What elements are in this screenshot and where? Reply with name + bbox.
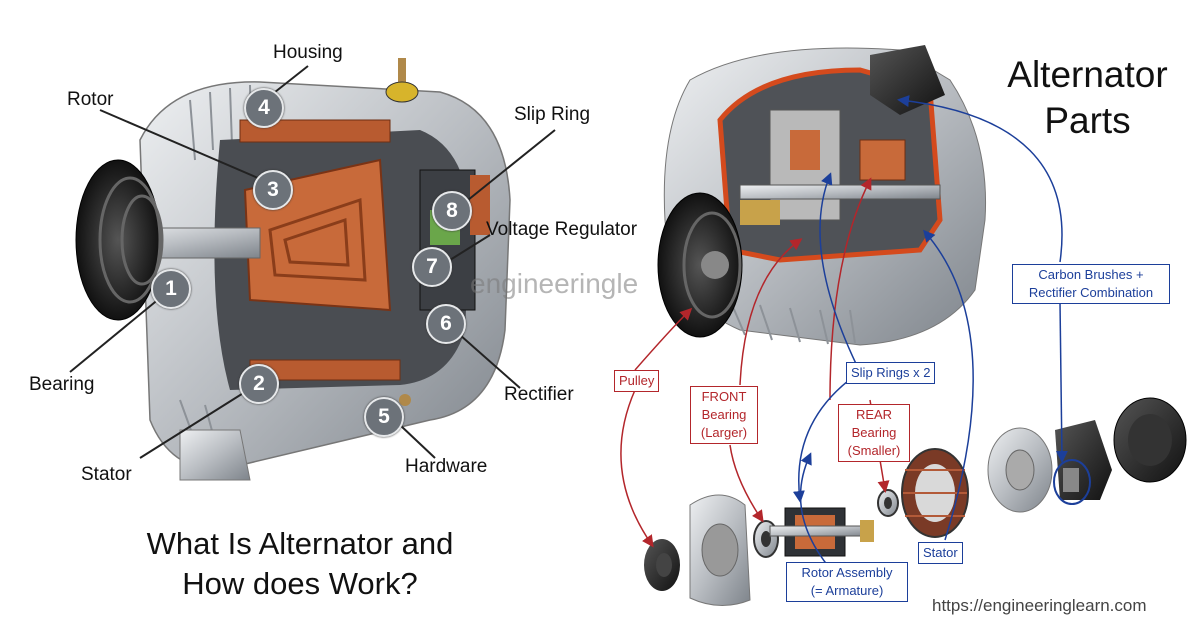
parts-title: Alternator Parts [990,52,1185,144]
front-housing-part [689,494,751,606]
callout-rear-bearing-line-2: Bearing [851,425,897,440]
pulley-part [644,539,680,591]
marker-7: 7 [412,247,452,287]
marker-3: 3 [253,170,293,210]
rotor-assembly-part [769,507,874,557]
label-stator: Stator [81,464,132,485]
callout-rear-bearing-line-1: REAR [855,407,893,422]
callout-carbon-brushes-line-2: Rectifier Combination [1028,285,1154,300]
marker-4: 4 [244,88,284,128]
callout-pulley: Pulley [614,370,660,392]
parts-title-line-1: Alternator [1007,54,1168,95]
right-alternator [657,45,987,346]
brushes-highlight-circle [1053,459,1091,505]
left-alternator [75,58,511,481]
label-bearing: Bearing [29,374,95,395]
marker-8: 8 [432,191,472,231]
callout-front-bearing-line-1: FRONT [701,389,747,404]
rear-bearing-part [877,489,899,517]
label-hardware: Hardware [405,456,488,477]
left-leader-lines [69,65,556,459]
label-rotor: Rotor [67,89,114,110]
exploded-parts [644,397,1187,606]
stator-part [901,448,969,538]
main-title: What Is Alternator and How does Work? [100,524,500,604]
label-slip-ring: Slip Ring [514,104,591,125]
callout-carbon-brushes: Carbon Brushes + Rectifier Combination [1012,264,1170,304]
callout-rear-bearing: REAR Bearing (Smaller) [838,404,910,462]
marker-5: 5 [364,397,404,437]
label-rectifier: Rectifier [504,384,574,405]
callout-carbon-brushes-line-1: Carbon Brushes + [1038,267,1144,282]
site-url[interactable]: https://engineeringlearn.com [932,596,1147,615]
main-title-line-2: How does Work? [182,566,418,601]
callout-slip-rings: Slip Rings x 2 [846,362,936,384]
callout-stator: Stator [918,542,963,564]
callout-rotor-assembly: Rotor Assembly (= Armature) [786,562,908,602]
callout-front-bearing-line-2: Bearing [701,407,747,422]
callout-rear-bearing-line-3: (Smaller) [847,443,901,458]
callout-front-bearing: FRONT Bearing (Larger) [690,386,758,444]
cover-part [1113,397,1187,483]
label-voltage-regulator: Voltage Regulator [486,219,638,240]
parts-title-line-2: Parts [1044,100,1131,141]
rear-housing-part [987,427,1053,513]
rectifier-part [1055,420,1112,500]
marker-2: 2 [239,364,279,404]
marker-1: 1 [151,269,191,309]
callout-rotor-assembly-line-1: Rotor Assembly [801,565,893,580]
watermark-text: engineeringle [470,268,639,299]
callout-front-bearing-line-3: (Larger) [700,425,748,440]
label-housing: Housing [273,42,343,63]
marker-6: 6 [426,304,466,344]
callout-rotor-assembly-line-2: (= Armature) [810,583,884,598]
main-title-line-1: What Is Alternator and [146,526,454,561]
